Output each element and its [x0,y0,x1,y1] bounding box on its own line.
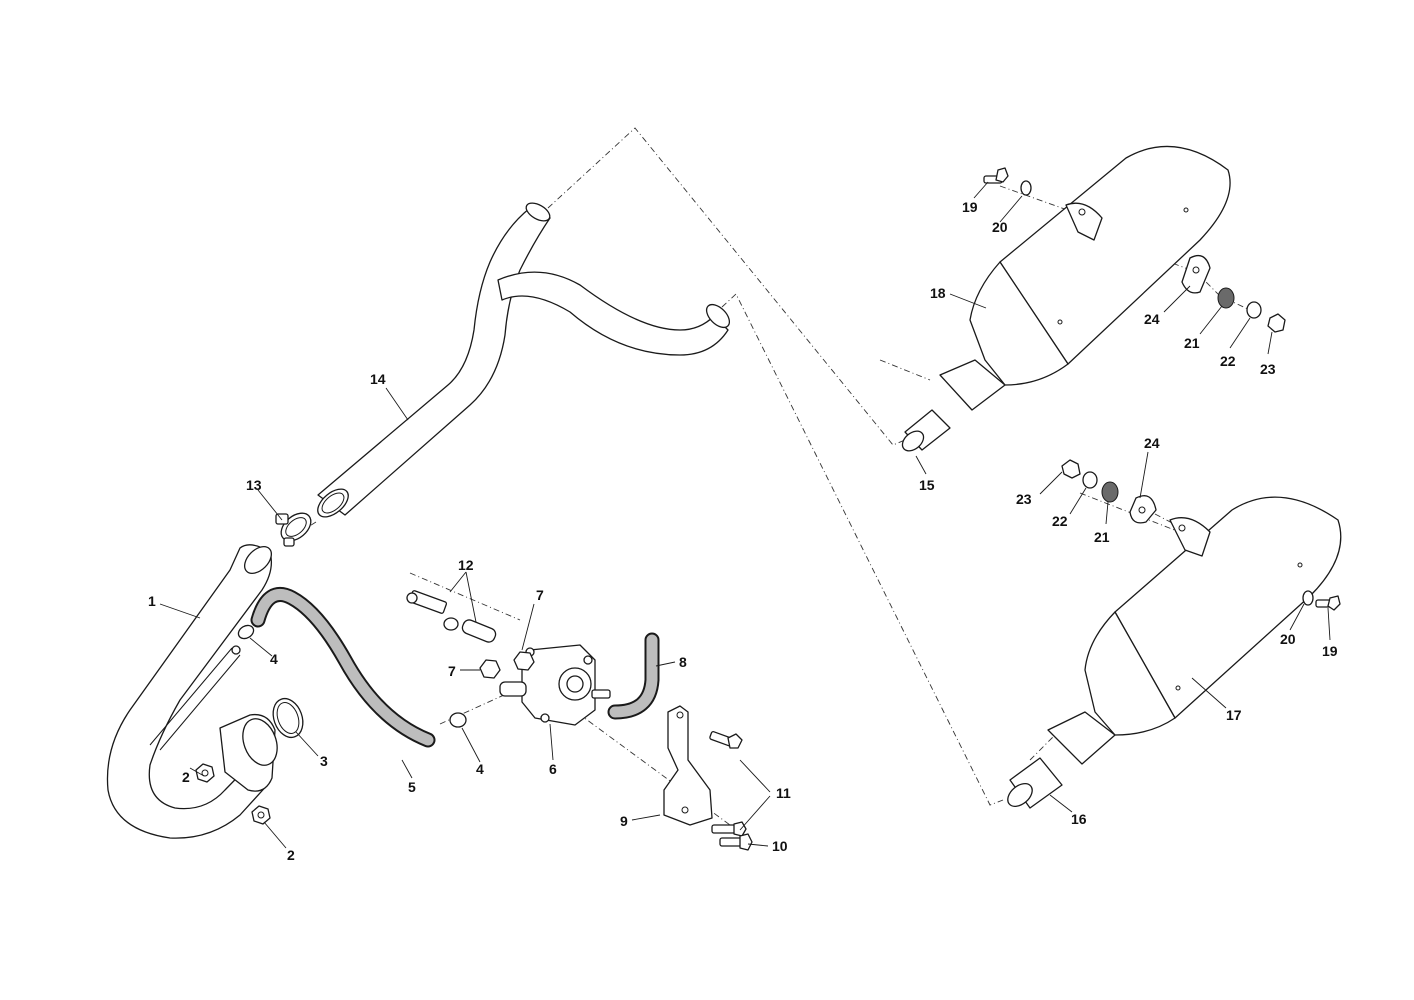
callout-6: 6 [549,761,557,777]
callout-1: 1 [148,593,156,609]
part-2-nut-lower [251,805,271,825]
callout-4: 4 [270,651,278,667]
callout-8: 8 [679,654,687,670]
callout-20: 20 [992,219,1008,235]
part-3-gasket [272,697,304,739]
callout-leaders [159,181,1331,849]
callout-21: 21 [1184,335,1200,351]
callout-23: 23 [1260,361,1276,377]
part-8-outlet-hose [607,632,660,720]
callout-15: 15 [919,477,935,493]
callout-20: 20 [1280,631,1296,647]
callout-18: 18 [930,285,946,301]
callout-17: 17 [1226,707,1242,723]
part-4-clips [237,624,467,728]
part-6-valve-body [499,644,611,726]
part-7-nuts [479,651,535,679]
part-5-hose [250,587,436,748]
callout-10: 10 [772,838,788,854]
part-18-upper-muffler [939,145,1231,411]
callout-12: 12 [458,557,474,573]
callout-21: 21 [1094,529,1110,545]
callout-labels: 1 2 2 3 4 4 5 6 7 7 8 9 10 11 12 13 14 1… [148,199,1338,863]
part-17-lower-muffler [1047,496,1342,765]
callout-2: 2 [182,769,190,785]
part-13-clamp [275,512,312,547]
part-2-nut-upper [195,763,215,783]
callout-14: 14 [370,371,386,387]
callout-5: 5 [408,779,416,795]
part-9-bracket [663,705,713,826]
callout-13: 13 [246,477,262,493]
callout-7: 7 [536,587,544,603]
flange-assembly [195,697,304,825]
callout-3: 3 [320,753,328,769]
part-12-inlet-fittings [406,590,497,643]
callout-23: 23 [1016,491,1032,507]
part-16-sleeve [1007,757,1063,809]
part-10-11-screws [709,731,753,851]
callout-9: 9 [620,813,628,829]
callout-22: 22 [1052,513,1068,529]
part-14-upper-pipe [317,202,731,518]
lower-mount-hardware [1061,459,1341,611]
upper-mount-hardware [983,167,1286,333]
callout-7: 7 [448,663,456,679]
callout-16: 16 [1071,811,1087,827]
callout-19: 19 [962,199,978,215]
callout-11: 11 [776,785,791,801]
callout-4: 4 [476,761,484,777]
part-1-header-pipe [106,544,273,839]
callout-24: 24 [1144,435,1160,451]
callout-22: 22 [1220,353,1236,369]
callout-19: 19 [1322,643,1338,659]
part-15-sleeve [901,409,951,452]
callout-24: 24 [1144,311,1160,327]
callout-2: 2 [287,847,295,863]
